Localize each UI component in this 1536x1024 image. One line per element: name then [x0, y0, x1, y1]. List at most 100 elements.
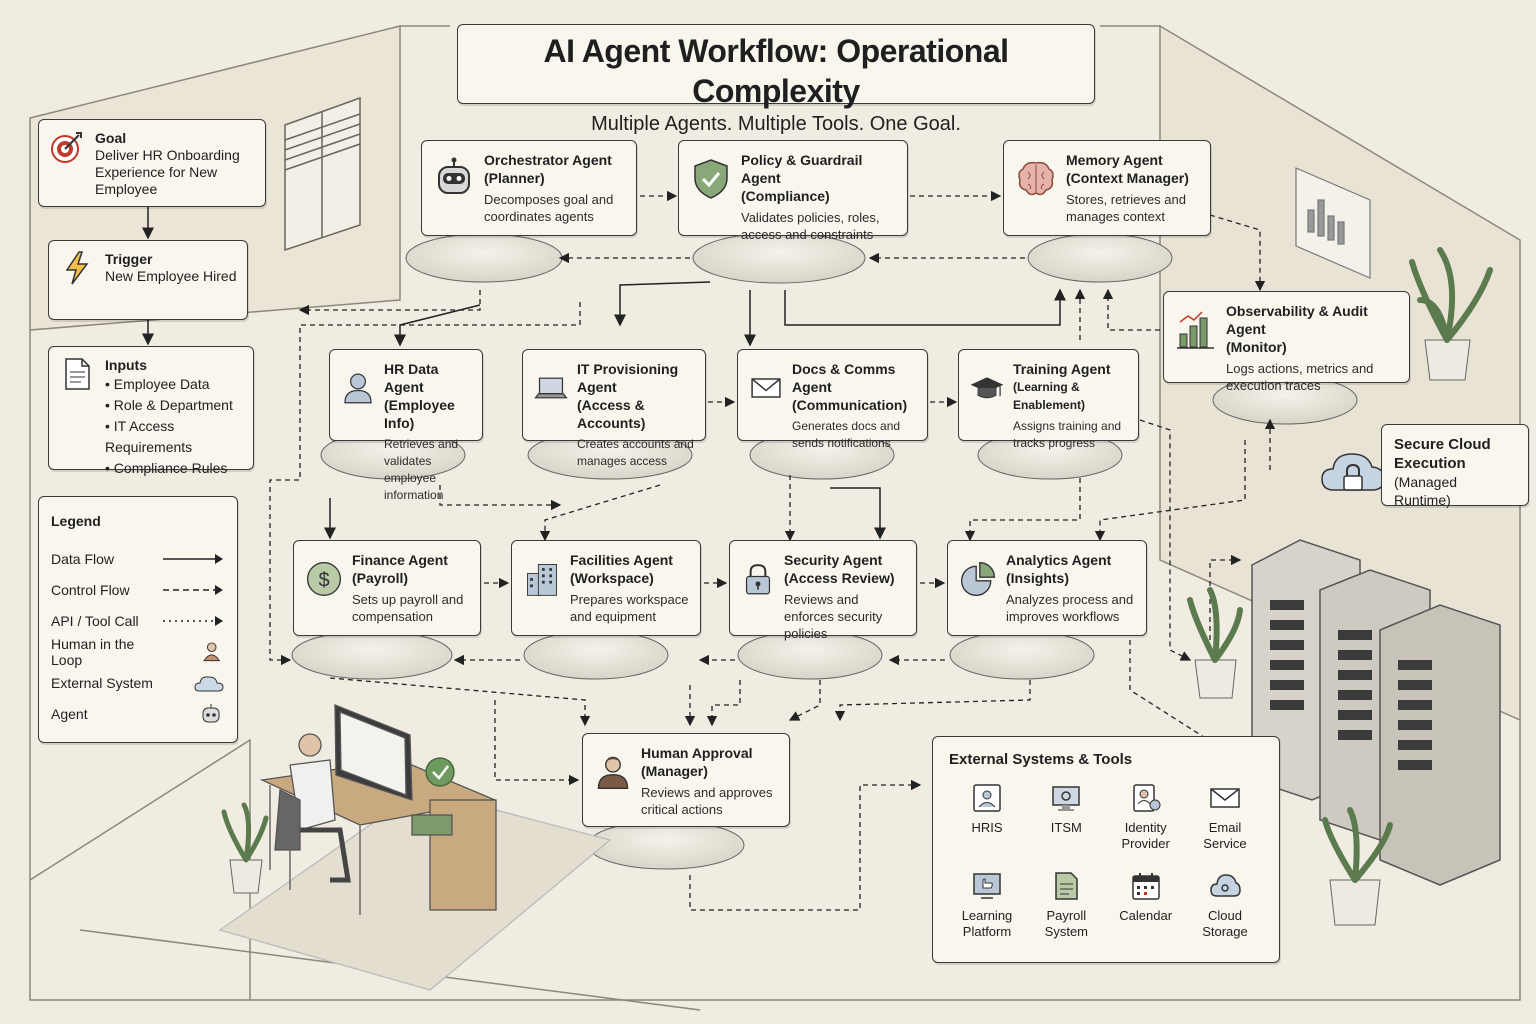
agent-subtitle: (Workspace) — [570, 570, 654, 586]
policy-agent-card[interactable]: Policy & Guardrail Agent (Compliance) Va… — [678, 140, 908, 242]
agent-title: HR Data Agent — [384, 361, 439, 395]
agent-subtitle: (Access Review) — [784, 570, 895, 586]
agent-description: Validates policies, roles, access and co… — [741, 210, 880, 242]
agent-description: Logs actions, metrics and execution trac… — [1226, 361, 1374, 393]
it-provisioning-agent-card[interactable]: IT Provisioning Agent (Access & Accounts… — [522, 349, 706, 468]
wall-chart — [1295, 167, 1371, 279]
external-system-label: HRIS — [971, 820, 1003, 835]
legend-label: API / Tool Call — [51, 612, 139, 629]
cloud-subtitle: (Managed Runtime) — [1394, 474, 1458, 508]
legend-row-api-call: API / Tool Call — [51, 605, 225, 636]
agent-description: Reviews and enforces security policies — [784, 592, 883, 641]
human-approval-card[interactable]: Human Approval (Manager) Reviews and app… — [582, 733, 790, 827]
agent-subtitle: (Context Manager) — [1066, 170, 1189, 186]
agent-subtitle: (Insights) — [1006, 570, 1069, 586]
plant-right-mid — [1187, 587, 1243, 699]
hr-data-agent-card[interactable]: HR Data Agent (Employee Info) Retrieves … — [329, 349, 483, 502]
external-system-email-service[interactable]: Email Service — [1187, 782, 1263, 860]
agent-subtitle: (Learning & Enablement) — [1013, 380, 1086, 412]
cloud-title: Secure Cloud Execution — [1394, 436, 1491, 472]
calendar-icon — [1131, 873, 1160, 900]
padlock-icon — [745, 564, 771, 595]
laptop-icon — [534, 377, 568, 399]
list-item: Employee Data — [105, 374, 243, 395]
inputs-label: Inputs — [105, 357, 147, 373]
external-system-label: Cloud Storage — [1202, 908, 1248, 939]
legend-label: Human in the Loop — [51, 635, 135, 668]
dashed-arrow-icon — [163, 584, 223, 595]
cloud-storage-icon — [1210, 874, 1241, 897]
external-system-label: Payroll System — [1044, 908, 1088, 939]
agent-subtitle: (Employee Info) — [384, 397, 455, 431]
agent-subtitle: (Access & Accounts) — [577, 397, 646, 431]
finance-agent-card[interactable]: $ Finance Agent (Payroll) Sets up payrol… — [293, 540, 481, 636]
agent-title: IT Provisioning Agent — [577, 361, 679, 395]
person-icon — [203, 641, 221, 661]
plant-right-bottom — [1322, 807, 1393, 926]
robot-icon — [438, 157, 470, 194]
list-item: Compliance Rules — [105, 458, 243, 479]
legend-label: Control Flow — [51, 581, 130, 598]
inputs-list: Employee Data Role & Department IT Acces… — [105, 374, 243, 479]
external-system-hris[interactable]: HRIS — [949, 782, 1025, 860]
list-item: IT Access Requirements — [105, 416, 243, 458]
legend-row-external: External System — [51, 667, 225, 698]
facilities-agent-card[interactable]: Facilities Agent (Workspace) Prepares wo… — [511, 540, 701, 636]
agent-subtitle: (Compliance) — [741, 188, 830, 204]
cloud-lock-icon — [1321, 453, 1385, 491]
external-system-identity-provider[interactable]: Identity Provider — [1108, 782, 1184, 860]
legend-label: Agent — [51, 705, 88, 722]
shield-check-icon — [694, 159, 728, 199]
agent-title: Observability & Audit Agent — [1226, 303, 1368, 337]
external-systems-title: External Systems & Tools — [949, 751, 1133, 768]
agent-title: Analytics Agent — [1006, 552, 1112, 568]
envelope-icon — [751, 378, 781, 398]
agent-title: Finance Agent — [352, 552, 448, 568]
external-system-calendar[interactable]: Calendar — [1108, 870, 1184, 948]
trigger-card: Trigger New Employee Hired — [48, 240, 248, 320]
legend-title: Legend — [51, 513, 101, 529]
external-system-payroll-system[interactable]: Payroll System — [1028, 870, 1104, 948]
inputs-card: Inputs Employee Data Role & Department I… — [48, 346, 254, 476]
hris-icon — [973, 784, 1001, 812]
agent-title: Memory Agent — [1066, 152, 1163, 168]
dotted-arrow-icon — [163, 615, 223, 626]
graduation-cap-icon — [970, 377, 1004, 399]
external-system-learning-platform[interactable]: Learning Platform — [949, 870, 1025, 948]
robot-icon — [202, 703, 220, 722]
agent-description: Prepares workspace and equipment — [570, 592, 689, 624]
external-system-itsm[interactable]: ITSM — [1028, 782, 1104, 860]
page-title: AI Agent Workflow: Operational Complexit… — [543, 33, 1009, 109]
solid-arrow-icon — [163, 553, 223, 564]
page-subtitle: Multiple Agents. Multiple Tools. One Goa… — [591, 113, 961, 135]
legend-row-agent: Agent — [51, 698, 225, 729]
agent-title: Human Approval — [641, 745, 753, 761]
security-agent-card[interactable]: Security Agent (Access Review) Reviews a… — [729, 540, 917, 641]
building-icon — [527, 564, 557, 596]
svg-text:$: $ — [318, 569, 329, 591]
legend: Legend Data Flow Control Flow API / Tool… — [38, 496, 238, 743]
identity-icon — [1132, 784, 1161, 812]
goal-label: Goal — [95, 130, 127, 146]
training-agent-card[interactable]: Training Agent (Learning & Enablement) A… — [958, 349, 1139, 450]
external-systems-panel: External Systems & Tools HRIS ITSM Ident… — [932, 736, 1280, 963]
external-system-label: Identity Provider — [1121, 820, 1170, 851]
learning-icon — [973, 873, 1001, 899]
plant-right-top — [1409, 247, 1493, 381]
docs-comms-agent-card[interactable]: Docs & Comms Agent (Communication) Gener… — [737, 349, 928, 450]
agent-subtitle: (Manager) — [641, 763, 708, 779]
lightning-icon — [65, 251, 89, 285]
agent-description: Generates docs and sends notifications — [792, 419, 901, 450]
agent-title: Security Agent — [784, 552, 883, 568]
orchestrator-agent-card[interactable]: Orchestrator Agent (Planner) Decomposes … — [421, 140, 637, 236]
server-racks — [1251, 539, 1501, 886]
agent-description: Decomposes goal and coordinates agents — [484, 192, 614, 224]
memory-agent-card[interactable]: Memory Agent (Context Manager) Stores, r… — [1003, 140, 1211, 236]
external-system-cloud-storage[interactable]: Cloud Storage — [1187, 870, 1263, 948]
legend-row-human: Human in the Loop — [51, 635, 225, 668]
legend-row-data-flow: Data Flow — [51, 543, 225, 574]
agent-title: Docs & Comms Agent — [792, 361, 896, 395]
observability-agent-card[interactable]: Observability & Audit Agent (Monitor) Lo… — [1163, 291, 1410, 393]
analytics-agent-card[interactable]: Analytics Agent (Insights) Analyzes proc… — [947, 540, 1147, 636]
